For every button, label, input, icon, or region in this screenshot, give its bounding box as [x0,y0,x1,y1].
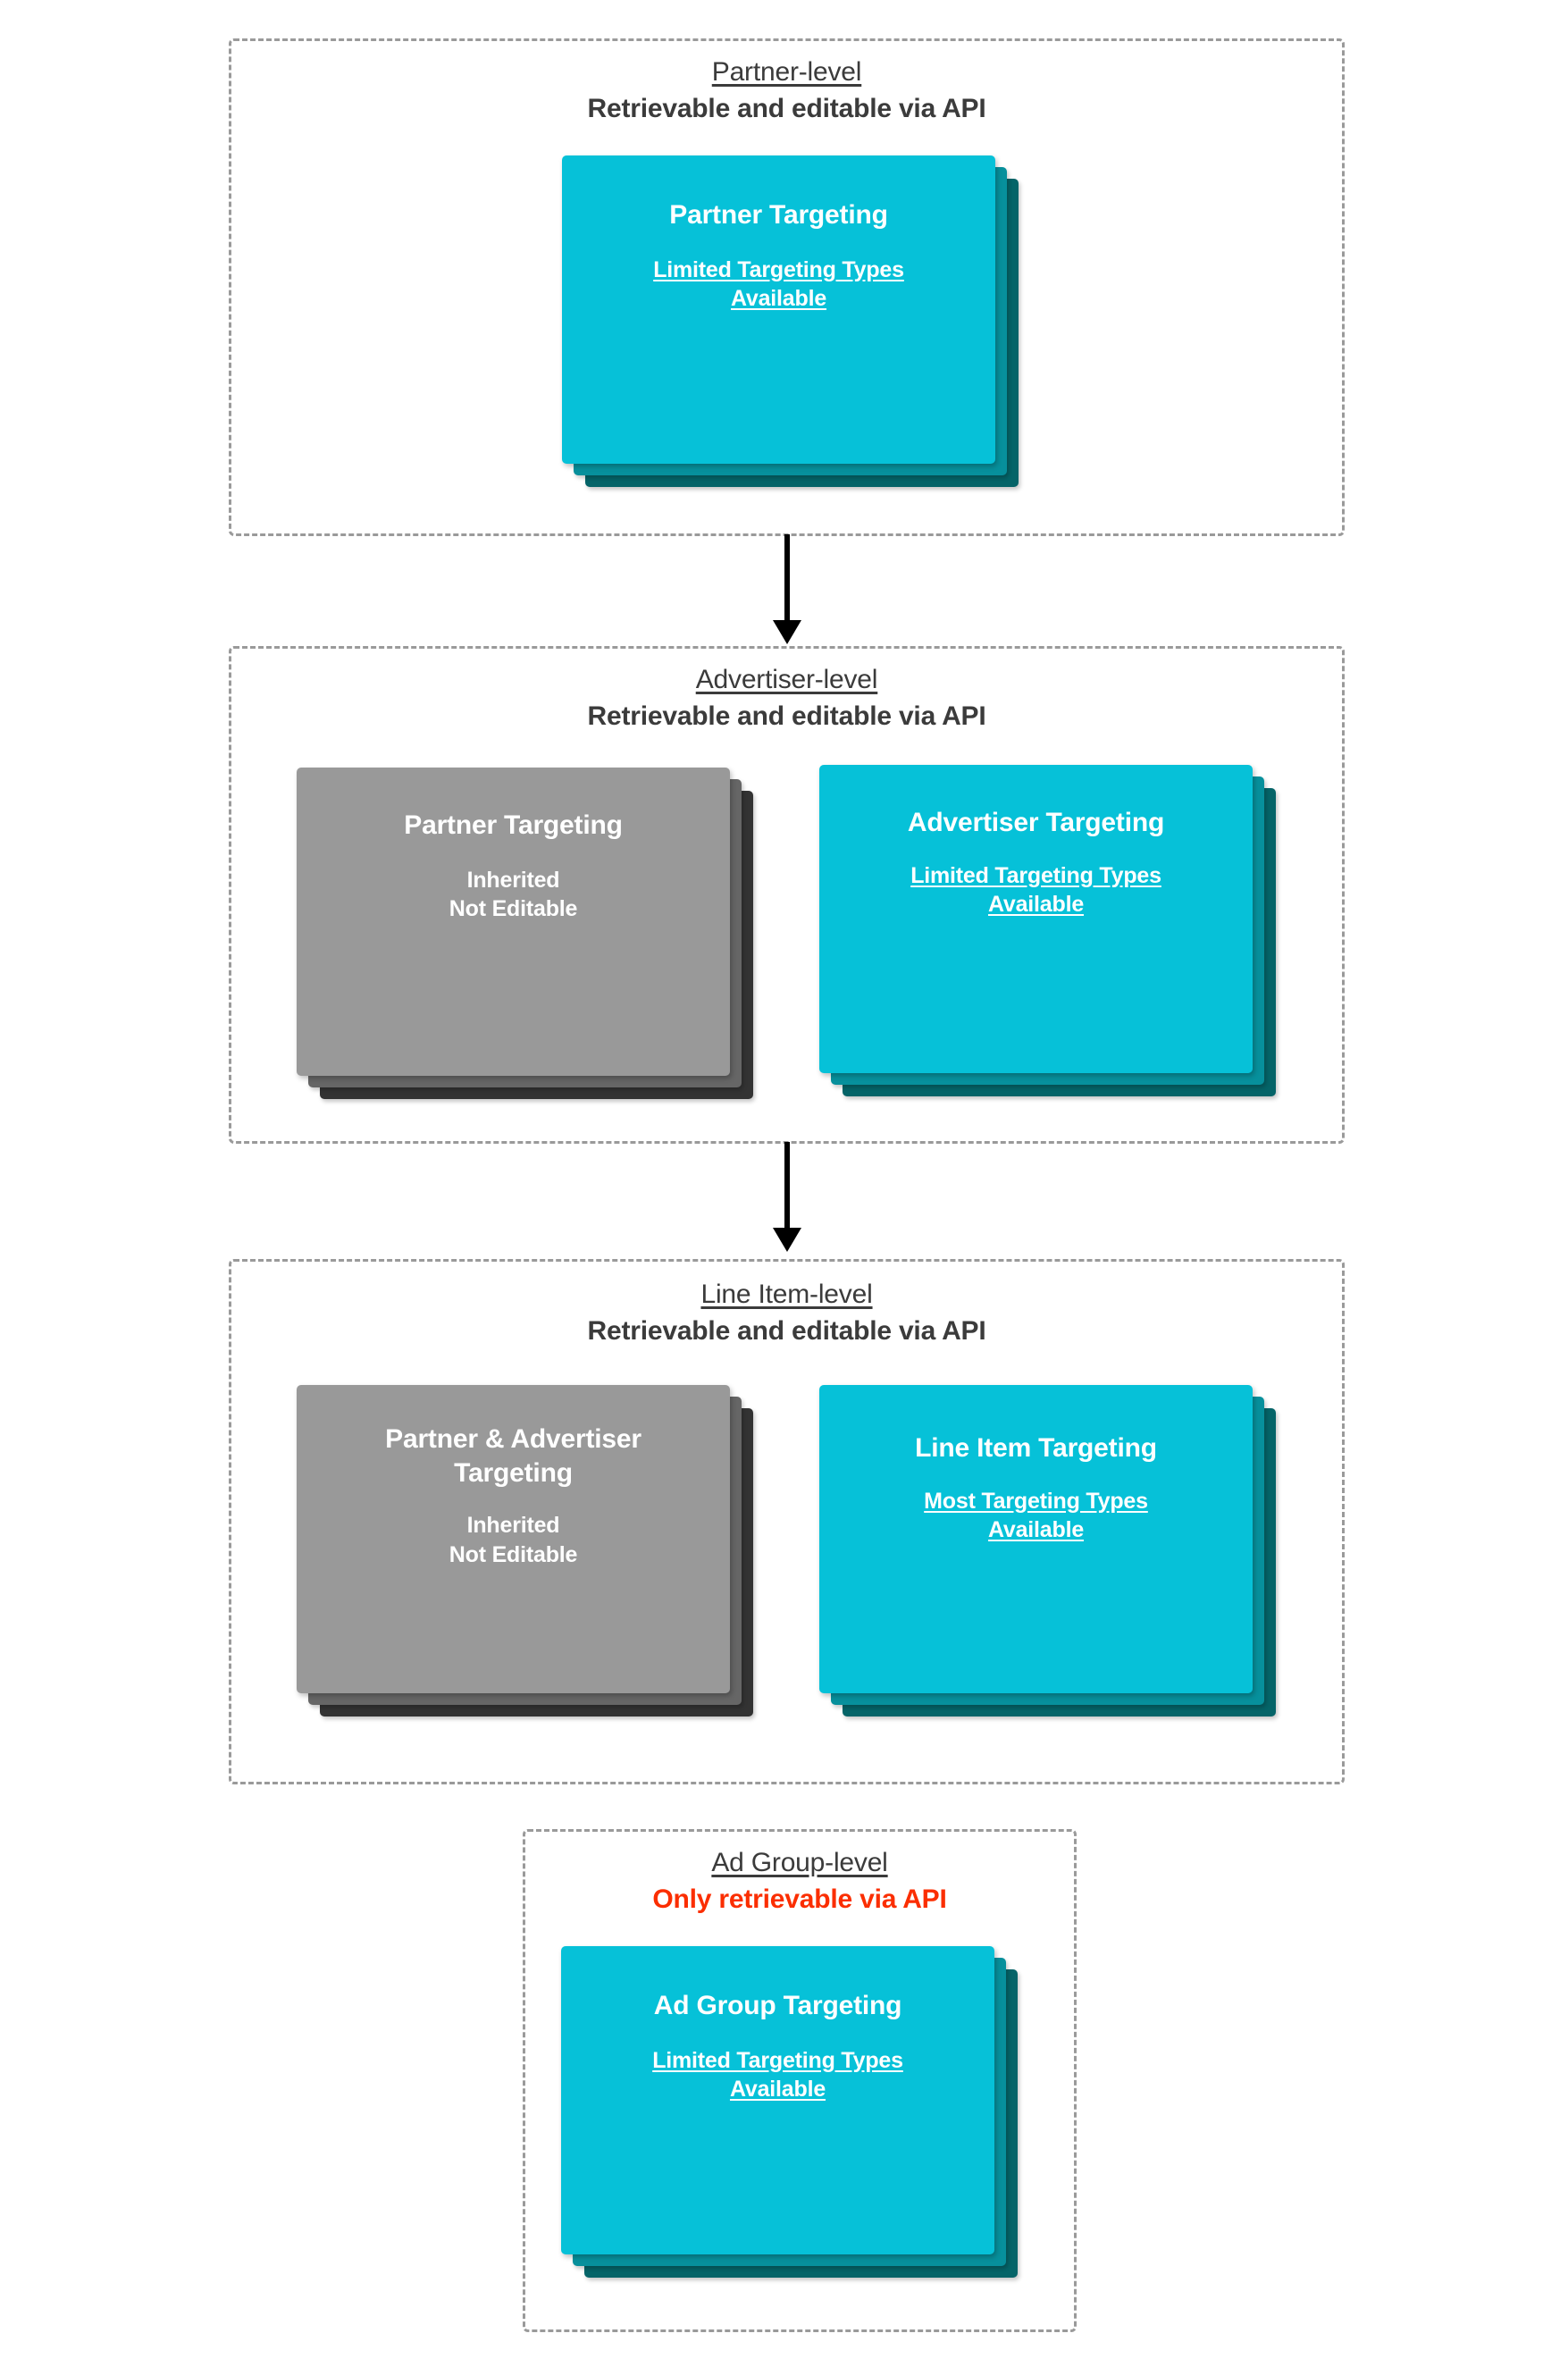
card-line-item-targeting[interactable]: Line Item Targeting Most Targeting Types… [819,1385,1253,1693]
card-stack-partner-targeting-inherited[interactable]: Partner Targeting Inherited Not Editable [297,768,753,1099]
level-title-line-item: Line Item-level [700,1280,873,1309]
card-partner-targeting[interactable]: Partner Targeting Limited Targeting Type… [562,155,995,464]
level-subtitle-line-item: Retrievable and editable via API [587,1315,986,1346]
level-subtitle-partner: Retrievable and editable via API [587,93,986,123]
level-title-partner: Partner-level [711,57,862,87]
level-header-ad-group: Ad Group-level Only retrievable via API [525,1848,1074,1916]
card-note: Most Targeting Types Available [924,1488,1148,1543]
card-partner-advertiser-targeting-inherited[interactable]: Partner & Advertiser Targeting Inherited… [297,1385,730,1693]
level-subtitle-ad-group: Only retrievable via API [652,1884,947,1914]
level-title-advertiser: Advertiser-level [695,665,878,694]
card-note: Inherited Not Editable [449,1513,578,1567]
level-container-ad-group: Ad Group-level Only retrievable via API … [523,1829,1077,2332]
card-ad-group-targeting[interactable]: Ad Group Targeting Limited Targeting Typ… [561,1946,994,2254]
card-title: Line Item Targeting [915,1433,1157,1463]
card-advertiser-targeting[interactable]: Advertiser Targeting Limited Targeting T… [819,765,1253,1073]
level-container-line-item: Line Item-level Retrievable and editable… [229,1259,1345,1784]
card-note: Limited Targeting Types Available [652,2047,903,2103]
card-title: Partner Targeting [404,810,623,840]
arrow-advertiser-to-line-item [773,1142,801,1252]
arrow-partner-to-advertiser [773,534,801,644]
card-stack-advertiser-targeting[interactable]: Advertiser Targeting Limited Targeting T… [819,765,1276,1096]
card-title: Partner & Advertiser Targeting [385,1424,641,1488]
card-stack-partner-advertiser-targeting-inherited[interactable]: Partner & Advertiser Targeting Inherited… [297,1385,753,1716]
card-note: Limited Targeting Types Available [653,256,904,312]
level-subtitle-advertiser: Retrievable and editable via API [587,701,986,731]
card-partner-targeting-inherited[interactable]: Partner Targeting Inherited Not Editable [297,768,730,1076]
card-title: Ad Group Targeting [653,1991,902,2020]
level-title-ad-group: Ad Group-level [711,1848,888,1877]
card-title: Partner Targeting [669,200,888,230]
card-title: Advertiser Targeting [907,808,1165,837]
level-header-advertiser: Advertiser-level Retrievable and editabl… [231,665,1342,733]
level-header-line-item: Line Item-level Retrievable and editable… [231,1280,1342,1347]
level-container-partner: Partner-level Retrievable and editable v… [229,38,1345,536]
card-stack-partner-targeting[interactable]: Partner Targeting Limited Targeting Type… [562,155,1019,487]
card-note: Inherited Not Editable [449,867,578,922]
card-note: Limited Targeting Types Available [910,862,1161,918]
level-container-advertiser: Advertiser-level Retrievable and editabl… [229,646,1345,1144]
card-stack-line-item-targeting[interactable]: Line Item Targeting Most Targeting Types… [819,1385,1276,1716]
card-stack-ad-group-targeting[interactable]: Ad Group Targeting Limited Targeting Typ… [561,1946,1018,2278]
level-header-partner: Partner-level Retrievable and editable v… [231,57,1342,125]
